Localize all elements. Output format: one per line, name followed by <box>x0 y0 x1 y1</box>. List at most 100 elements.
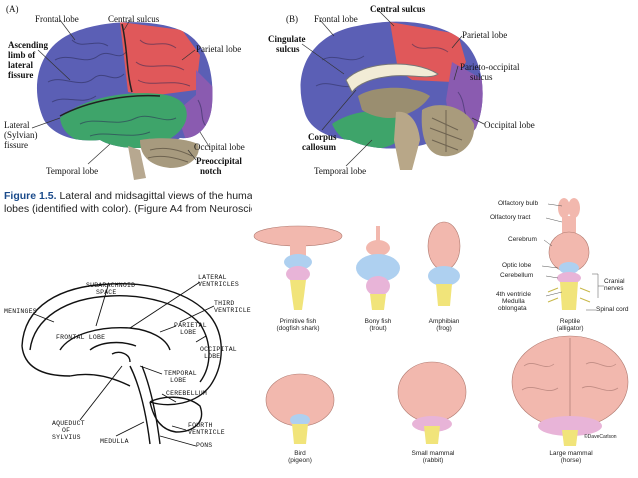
brain-reptile <box>547 198 591 310</box>
lateral-brain-illustration <box>31 19 213 180</box>
label-parietal-lobe-a: Parietal lobe <box>196 44 242 54</box>
label-parietal-lobe-b: Parietal lobe <box>462 30 508 40</box>
key-medulla-2: oblongata <box>498 305 527 312</box>
label-preoccipital-1: Preoccipital <box>196 156 242 166</box>
animal-label-bird: Bird(pigeon) <box>270 450 330 464</box>
panel-a-letter: (A) <box>6 4 19 14</box>
caption-figure-number: Figure 1.5. <box>4 190 57 202</box>
sketch-label-parietal-1: PARIETAL <box>174 322 207 329</box>
label-temporal-lobe-b: Temporal lobe <box>314 166 367 176</box>
animal-sub: (alligator) <box>556 325 584 332</box>
brain-amphibian <box>427 221 461 306</box>
brain-primitive-fish <box>253 225 343 310</box>
sketch-label-third-1: THIRD <box>214 300 235 307</box>
label-lateral-1: Lateral <box>4 120 30 130</box>
key-olfactory-tract: Olfactory tract <box>490 214 531 221</box>
caption-text-1: Lateral and midsagittal views of the hum… <box>59 190 254 202</box>
hand-sketch-panel: MENINGES SUBARACHNOID SPACE LATERAL VENT… <box>0 226 252 478</box>
label-corpus-1: Corpus <box>308 132 337 142</box>
caption-line-1: Figure 1.5. Lateral and midsagittal view… <box>4 190 254 203</box>
sketch-label-fourth-1: FOURTH <box>188 422 213 429</box>
sketch-label-occipital-2: LOBE <box>204 353 221 360</box>
midsagittal-brain-illustration <box>300 9 485 170</box>
sketch-label-temporal-2: LOBE <box>170 377 187 384</box>
sketch-label-frontal: FRONTAL LOBE <box>56 334 106 341</box>
animal-name: Small mammal <box>411 450 455 457</box>
panel-a-lateral-view: (A) Frontal lobe Central sulcus Ascendin… <box>0 0 258 185</box>
sketch-label-medulla: MEDULLA <box>100 438 129 445</box>
illustrator-credit: ©DaveCarlson <box>584 434 617 440</box>
label-central-sulcus-a: Central sulcus <box>108 14 160 24</box>
animal-name: Bony fish <box>364 318 392 325</box>
label-central-sulcus-b: Central sulcus <box>370 4 426 14</box>
panel-b-midsagittal-view: (B) Frontal lobe Central sulcus Cingulat… <box>262 0 638 185</box>
sketch-label-pons: PONS <box>196 442 213 449</box>
animal-label-primitive-fish: Primitive fish(dogfish shark) <box>258 318 338 332</box>
label-frontal-lobe-a: Frontal lobe <box>35 14 79 24</box>
animal-label-amphibian: Amphibian(frog) <box>414 318 474 332</box>
key-cerebrum: Cerebrum <box>508 236 537 243</box>
label-lateral-3: fissure <box>4 140 28 150</box>
label-parieto-occipital-1: Parieto-occipital <box>460 62 520 72</box>
animal-name: Amphibian <box>428 318 460 325</box>
animal-name: Reptile <box>559 318 581 325</box>
label-ascending-3: lateral <box>8 60 33 70</box>
animal-name: Bird <box>294 450 306 457</box>
panel-b-letter: (B) <box>286 14 298 24</box>
label-ascending-4: fissure <box>8 70 34 80</box>
key-olfactory-bulb: Olfactory bulb <box>498 200 539 207</box>
sketch-label-cerebellum: CEREBELLUM <box>166 390 208 397</box>
animal-label-reptile: Reptile(alligator) <box>542 318 598 332</box>
brain-bony-fish <box>356 226 400 310</box>
label-preoccipital-2: notch <box>200 166 222 176</box>
animal-sub: (dogfish shark) <box>276 325 320 332</box>
label-ascending-1: Ascending <box>8 40 49 50</box>
sketch-label-aqueduct-3: SYLVIUS <box>52 434 81 441</box>
figure-caption: Figure 1.5. Lateral and midsagittal view… <box>4 190 254 216</box>
animal-name: Large mammal <box>549 450 593 457</box>
label-cingulate-1: Cingulate <box>268 34 306 44</box>
sketch-label-parietal-2: LOBE <box>180 329 197 336</box>
label-temporal-lobe-a: Temporal lobe <box>46 166 99 176</box>
key-optic-lobe: Optic lobe <box>502 262 532 269</box>
hand-sketch-drawing <box>21 281 222 447</box>
brain-small-mammal <box>397 361 467 444</box>
sketch-label-subarachnoid-2: SPACE <box>96 289 117 296</box>
key-cerebellum: Cerebellum <box>500 272 534 279</box>
animal-label-large-mammal: Large mammal(horse) <box>536 450 606 464</box>
key-fourth-ventricle: 4th ventricle <box>496 291 532 298</box>
brain-evolution-illustration <box>253 198 629 446</box>
sketch-label-aqueduct-2: OF <box>62 427 71 434</box>
label-cingulate-2: sulcus <box>276 44 300 54</box>
sketch-label-lateral-2: VENTRICLES <box>198 281 240 288</box>
label-occipital-lobe-b: Occipital lobe <box>484 120 535 130</box>
brain-large-mammal <box>511 335 629 446</box>
caption-line-2: lobes (identified with color). (Figure A… <box>4 203 254 215</box>
animal-sub: (rabbit) <box>422 457 444 464</box>
animal-label-bony-fish: Bony fish(trout) <box>348 318 408 332</box>
sketch-label-meninges: MENINGES <box>4 308 37 315</box>
sketch-label-aqueduct-1: AQUEDUCT <box>52 420 85 427</box>
sketch-label-subarachnoid-1: SUBARACHNOID <box>86 282 136 289</box>
label-corpus-2: callosum <box>302 142 337 152</box>
sketch-label-fourth-2: VENTRICLE <box>188 429 225 436</box>
label-frontal-lobe-b: Frontal lobe <box>314 14 358 24</box>
animal-sub: (pigeon) <box>288 457 312 464</box>
animal-sub: (horse) <box>560 457 582 464</box>
sketch-label-third-2: VENTRICLE <box>214 307 251 314</box>
label-lateral-2: (Sylvian) <box>4 130 38 140</box>
key-medulla-1: Medulla <box>502 298 525 305</box>
sketch-label-lateral-1: LATERAL <box>198 274 227 281</box>
label-occipital-lobe-a: Occipital lobe <box>194 142 245 152</box>
label-parieto-occipital-2: sulcus <box>470 72 493 82</box>
label-ascending-2: limb of <box>8 50 36 60</box>
sketch-label-occipital-1: OCCIPITAL <box>200 346 237 353</box>
animal-sub: (frog) <box>436 325 452 332</box>
key-spinal-cord: Spinal cord <box>596 306 629 313</box>
sketch-label-temporal-1: TEMPORAL <box>164 370 197 377</box>
animal-label-small-mammal: Small mammal(rabbit) <box>398 450 468 464</box>
brain-evolution-panel: Olfactory bulb Olfactory tract Cerebrum … <box>252 186 638 468</box>
key-cranial-2: nerves <box>604 285 624 292</box>
animal-sub: (trout) <box>369 325 387 332</box>
animal-name: Primitive fish <box>279 318 317 325</box>
